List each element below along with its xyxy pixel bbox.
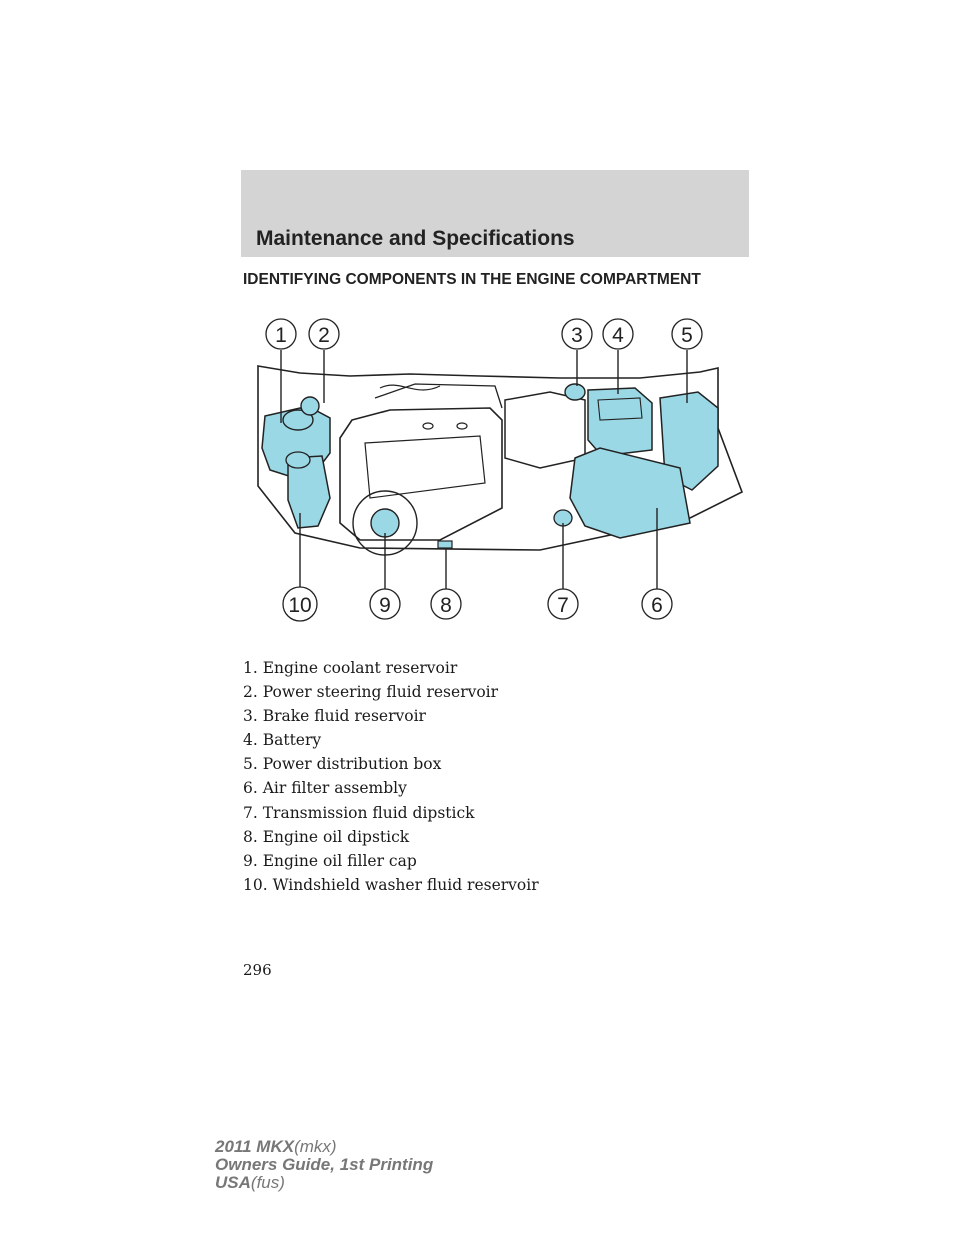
footer-line-1: 2011 MKX(mkx) — [215, 1137, 337, 1156]
print-footer: 2011 MKX(mkx) Owners Guide, 1st Printing… — [215, 1138, 433, 1192]
svg-text:6: 6 — [651, 594, 663, 617]
callout-8: 8 — [430, 588, 462, 620]
component-legend: 1. Engine coolant reservoir 2. Power ste… — [243, 656, 539, 897]
svg-text:1: 1 — [275, 324, 287, 347]
legend-item: 1. Engine coolant reservoir — [243, 659, 458, 677]
svg-text:2: 2 — [318, 324, 330, 347]
callout-4: 4 — [602, 318, 634, 350]
legend-item: 6. Air filter assembly — [243, 779, 407, 798]
callout-1: 1 — [265, 318, 297, 350]
brake-fluid-reservoir — [564, 383, 586, 401]
air-filter-assembly — [569, 447, 691, 539]
legend-item: 8. Engine oil dipstick — [243, 827, 410, 846]
callout-6: 6 — [641, 588, 673, 620]
engine-bolt — [456, 422, 468, 430]
washer-cap — [285, 451, 311, 469]
svg-text:8: 8 — [440, 594, 452, 617]
callout-5: 5 — [671, 318, 703, 350]
engine-compartment-figure: 1 2 3 4 5 10 9 8 7 6 — [240, 308, 750, 630]
engine-diagram: 1 2 3 4 5 10 9 8 7 6 — [257, 318, 744, 622]
legend-item: 5. Power distribution box — [243, 755, 442, 774]
legend-item: 3. Brake fluid reservoir — [243, 707, 426, 726]
legend-item: 4. Battery — [243, 731, 322, 750]
section-heading: IDENTIFYING COMPONENTS IN THE ENGINE COM… — [243, 271, 701, 288]
power-steering-reservoir — [300, 396, 320, 416]
oil-filler-cap — [370, 508, 400, 538]
hose — [379, 384, 441, 391]
callout-2: 2 — [308, 318, 340, 350]
engine-oil-dipstick — [437, 540, 453, 549]
battery-top — [597, 397, 643, 421]
svg-text:7: 7 — [557, 594, 569, 617]
engine-bolt — [422, 422, 434, 430]
svg-text:3: 3 — [571, 324, 583, 347]
svg-text:10: 10 — [288, 594, 311, 617]
footer-line-2: Owners Guide, 1st Printing — [215, 1155, 434, 1174]
battery — [587, 387, 653, 457]
intake-hose — [374, 383, 503, 409]
center-module — [504, 391, 586, 469]
svg-text:4: 4 — [612, 324, 624, 347]
engine-cover-panel — [364, 435, 486, 499]
washer-fluid-reservoir — [287, 455, 331, 529]
legend-item: 2. Power steering fluid reservoir — [243, 683, 499, 702]
svg-text:9: 9 — [379, 594, 391, 617]
callout-7: 7 — [547, 588, 579, 620]
legend-item: 9. Engine oil filler cap — [243, 851, 417, 870]
legend-item: 7. Transmission fluid dipstick — [243, 803, 475, 822]
hood-outline — [257, 365, 744, 551]
callout-3: 3 — [561, 318, 593, 350]
page-number: 296 — [243, 961, 272, 979]
svg-text:5: 5 — [681, 324, 693, 347]
callout-10: 10 — [282, 586, 318, 622]
coolant-cap — [282, 409, 314, 431]
page-title: Maintenance and Specifications — [256, 227, 575, 250]
legend-item: 10. Windshield washer fluid reservoir — [243, 875, 539, 894]
callout-9: 9 — [369, 588, 401, 620]
engine-cover — [339, 407, 503, 541]
header-band: Maintenance and Specifications — [241, 170, 749, 257]
footer-line-3: USA(fus) — [215, 1173, 285, 1192]
